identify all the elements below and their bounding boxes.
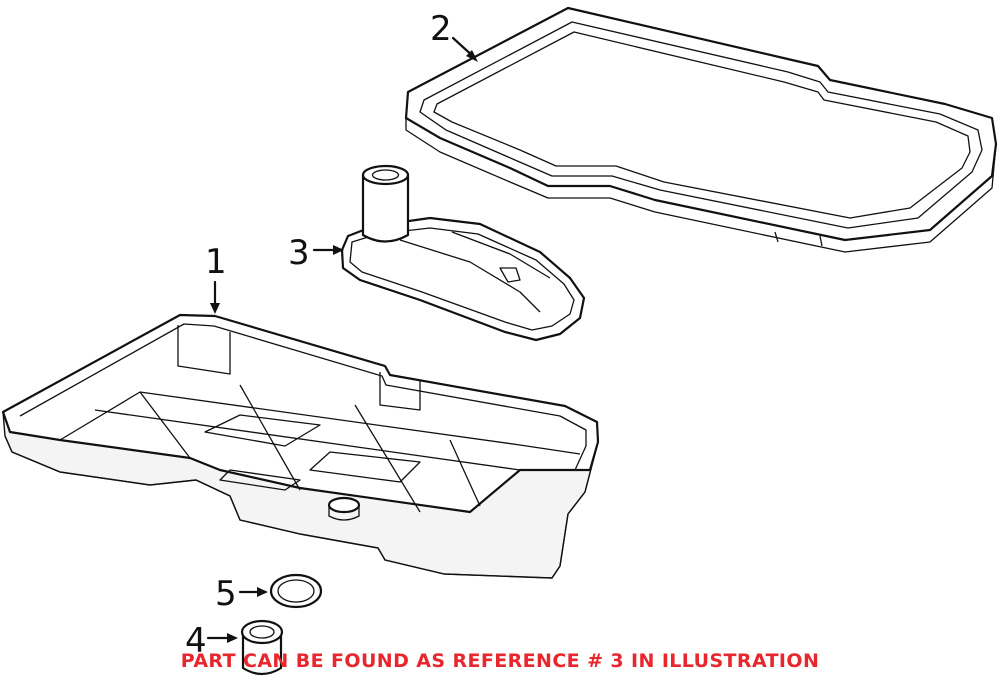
callout-2: 2 [430, 9, 452, 49]
part-4-drain-plug [240, 619, 284, 676]
part-3-filter [340, 164, 586, 342]
part-1-oil-pan [1, 313, 600, 579]
reference-notice: PART CAN BE FOUND AS REFERENCE # 3 IN IL… [180, 650, 820, 672]
callout-5: 5 [215, 574, 237, 614]
callout-arrows [206, 36, 478, 643]
callout-3: 3 [288, 233, 310, 273]
callout-1: 1 [205, 242, 227, 282]
part-2-gasket [404, 6, 998, 253]
callout-4: 4 [185, 621, 207, 661]
part-5-seal-ring [269, 573, 323, 609]
